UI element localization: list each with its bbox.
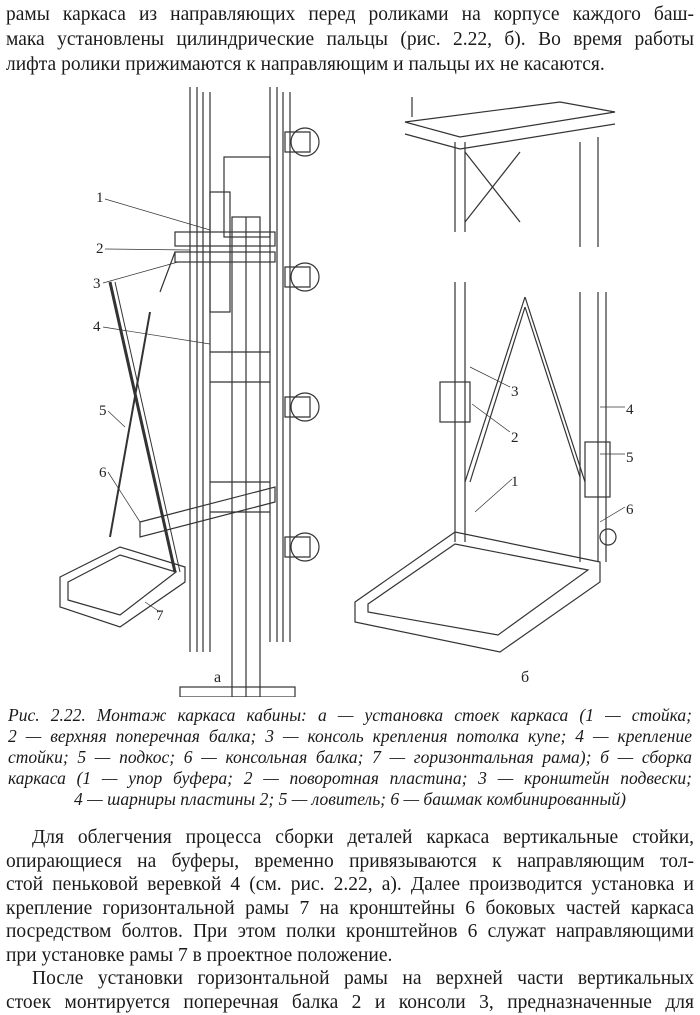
callout-b-6: 6	[626, 502, 634, 518]
top-paragraph: рамы каркаса из направляющих перед ролик…	[6, 2, 694, 77]
body-text: Для облегчения процесса сборки деталей к…	[6, 826, 694, 1014]
text-line: мака установлены цилиндрические пальцы (…	[6, 29, 694, 50]
callout-b-3: 3	[511, 384, 519, 400]
callout-a-4: 4	[93, 319, 101, 335]
callout-a-7: 7	[156, 608, 164, 624]
caption-line: стойки; 5 — подкос; 6 — консольная балка…	[8, 747, 692, 767]
figure-caption: Рис. 2.22. Монтаж каркаса кабины: а — ус…	[8, 705, 692, 810]
subfigure-label-b: б	[521, 669, 529, 686]
text-line: После установки горизонтальной рамы на в…	[32, 968, 694, 989]
text-line: стоек монтируется поперечная балка 2 и к…	[6, 991, 694, 1013]
callout-a-2: 2	[96, 241, 104, 257]
caption-line: Рис. 2.22. Монтаж каркаса кабины: а — ус…	[8, 705, 692, 725]
text-line: Для облегчения процесса сборки деталей к…	[32, 827, 694, 848]
callout-b-5: 5	[626, 450, 634, 466]
caption-line: 2 — верхняя поперечная балка; 3 — консол…	[8, 726, 692, 746]
callout-a-3: 3	[93, 276, 101, 292]
caption-line: каркаса (1 — упор буфера; 2 — поворотная…	[8, 768, 692, 788]
callout-b-2: 2	[511, 430, 519, 446]
text-line: рамы каркаса из направляющих перед ролик…	[6, 4, 694, 25]
callout-a-1: 1	[96, 190, 104, 206]
caption-line: 4 — шарниры пластины 2; 5 — ловитель; 6 …	[74, 789, 626, 809]
text-line: лифта ролики прижимаются к направляющим …	[6, 54, 605, 75]
callout-b-4: 4	[626, 402, 634, 418]
text-line: крепление горизонтальной рамы 7 на кронш…	[6, 897, 694, 919]
text-line: опирающиеся на буферы, временно привязыв…	[6, 850, 694, 872]
text-line: посредством болтов. При этом полки кронш…	[6, 921, 694, 942]
figure-b-drawing	[354, 97, 626, 653]
subfigure-label-a: а	[214, 669, 221, 686]
callout-a-5: 5	[99, 403, 107, 419]
text-line: при установке рамы 7 в проектное положен…	[6, 944, 393, 966]
text-line: стой пеньковой веревкой 4 (см. рис. 2.22…	[6, 874, 694, 895]
callout-b-1: 1	[511, 474, 519, 490]
figure-2-22: 1 2 3 4 5 6 7 а 3 2 1 4 5 6 б	[59, 87, 634, 697]
callout-a-6: 6	[99, 465, 107, 481]
figure-a-drawing	[59, 87, 320, 697]
